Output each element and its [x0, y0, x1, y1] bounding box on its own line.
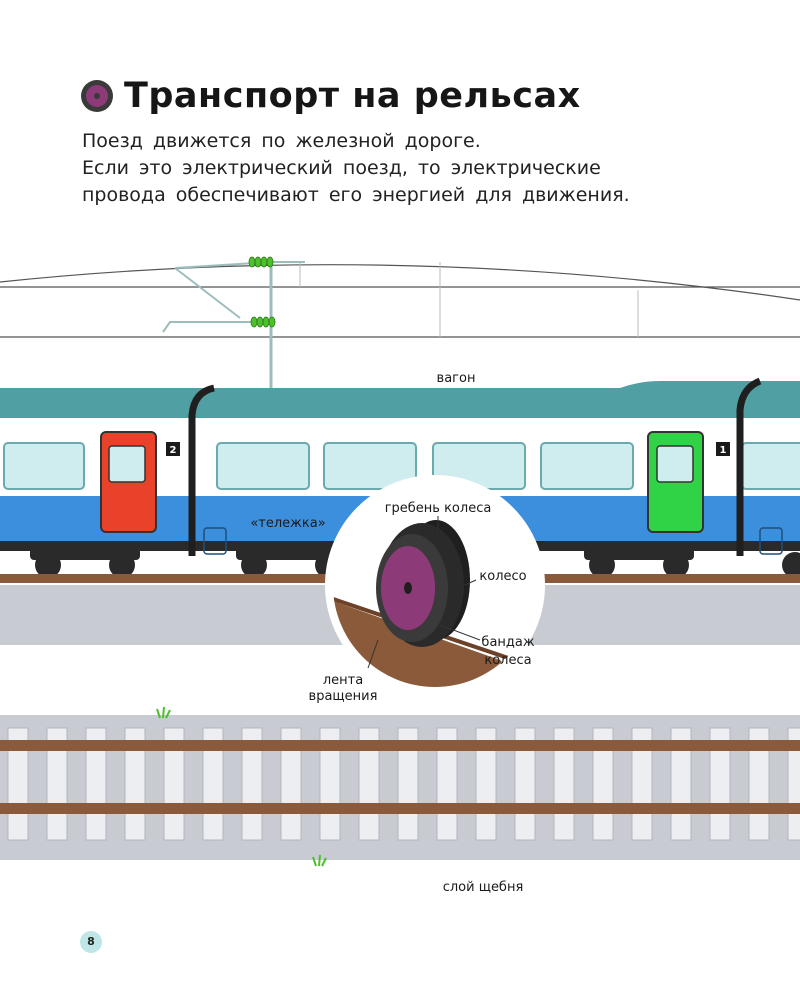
car-number-2: 2	[170, 445, 177, 456]
label-tire-line1: бандаж	[481, 635, 534, 650]
label-wheel: колесо	[479, 569, 526, 584]
insulator-icon	[250, 316, 276, 328]
wheel-bullet-icon	[81, 80, 113, 112]
label-flange: гребень колеса	[385, 501, 492, 516]
car-number-1: 1	[720, 445, 727, 456]
label-tread-line1: лента	[323, 673, 363, 688]
lower-track	[0, 715, 800, 860]
label-wagon: вагон	[437, 371, 476, 386]
label-ballast: слой щебня	[443, 880, 524, 895]
intro-text: Поезд движется по железной дороге. Если …	[82, 128, 742, 209]
label-tire-line2: колеса	[484, 653, 531, 668]
insulator-icon	[248, 256, 274, 268]
page-title: Транспорт на рельсах	[124, 76, 581, 116]
bogie	[30, 548, 800, 578]
intro-line: Если это электрический поезд, то электри…	[82, 157, 601, 179]
label-bogie: «тележка»	[250, 516, 325, 531]
label-tread-line2: вращения	[309, 689, 378, 704]
page-heading: Транспорт на рельсах	[80, 72, 581, 120]
intro-line: Поезд движется по железной дороге.	[82, 130, 481, 152]
overhead-wires	[0, 262, 800, 338]
intro-line: провода обеспечивают его энергией для дв…	[82, 184, 630, 206]
page-number: 8	[80, 931, 102, 953]
grass-icon	[156, 706, 327, 867]
catenary-mast	[162, 261, 305, 388]
